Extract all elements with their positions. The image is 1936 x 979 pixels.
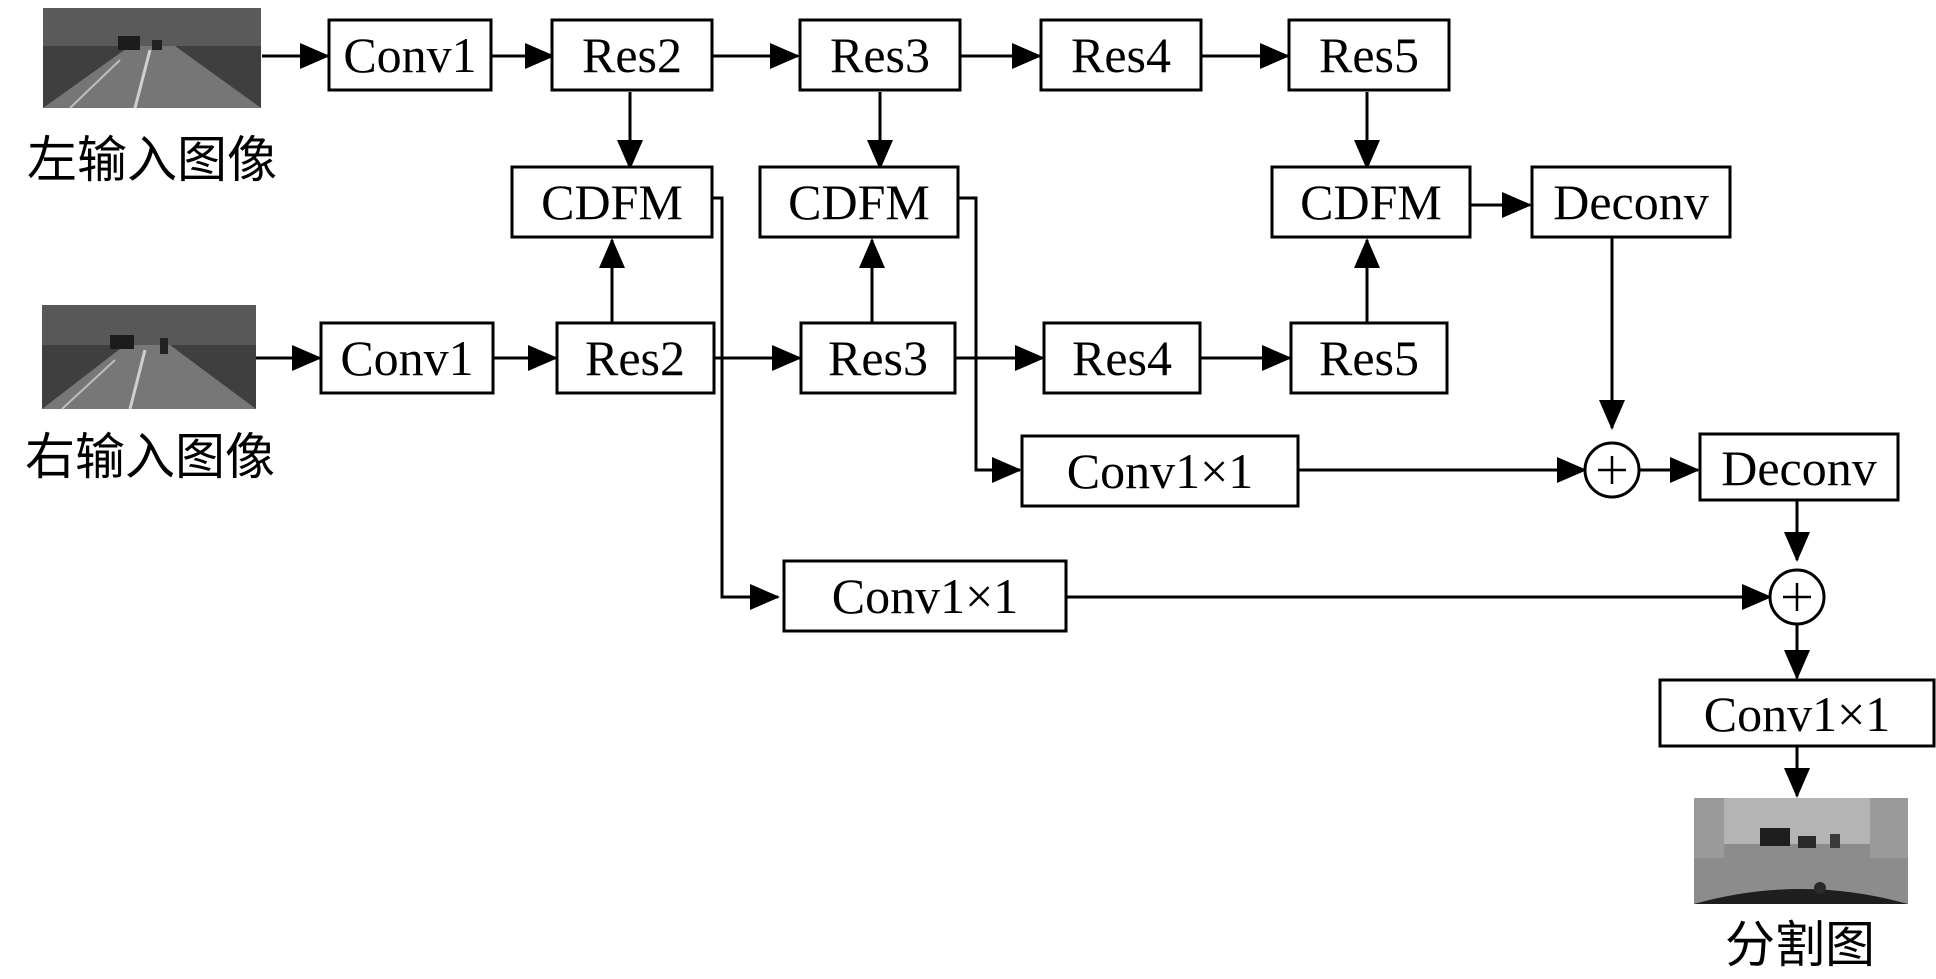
conv1x1-block-2: Conv1×1 <box>782 559 1068 633</box>
segmentation-map-image <box>1694 798 1908 904</box>
cdfm-block-2: CDFM <box>758 165 960 239</box>
top-res3-block: Res3 <box>798 18 962 92</box>
deconv-block-2: Deconv <box>1698 432 1900 502</box>
cdfm-block-1: CDFM <box>510 165 714 239</box>
conv1x1-label-out: Conv1×1 <box>1704 686 1891 742</box>
conv1x1-label-1: Conv1×1 <box>1067 443 1254 499</box>
top-res2-label: Res2 <box>582 27 682 83</box>
top-res5-block: Res5 <box>1287 18 1451 92</box>
bottom-res5-label: Res5 <box>1319 330 1419 386</box>
bottom-res2-label: Res2 <box>585 330 685 386</box>
cdfm-label-1: CDFM <box>541 174 683 230</box>
bottom-conv1-block: Conv1 <box>319 321 495 395</box>
deconv-block-1: Deconv <box>1530 165 1732 239</box>
left-input-image <box>43 8 261 109</box>
top-res5-label: Res5 <box>1319 27 1419 83</box>
add-node-1 <box>1583 441 1641 499</box>
bottom-res4-label: Res4 <box>1072 330 1172 386</box>
bottom-res3-block: Res3 <box>799 321 957 395</box>
right-input-caption: 右输入图像 <box>25 429 275 485</box>
conv1x1-block-out: Conv1×1 <box>1658 678 1936 748</box>
segmentation-map-caption: 分割图 <box>1725 917 1875 973</box>
connections <box>256 43 1810 798</box>
cdfm-block-3: CDFM <box>1270 165 1472 239</box>
bottom-res2-block: Res2 <box>555 321 716 395</box>
bottom-res5-block: Res5 <box>1289 321 1449 395</box>
cdfm-label-3: CDFM <box>1300 174 1442 230</box>
top-res3-label: Res3 <box>830 27 930 83</box>
add-node-2 <box>1768 568 1826 626</box>
top-res2-block: Res2 <box>550 18 714 92</box>
conv1x1-block-1: Conv1×1 <box>1020 434 1300 508</box>
right-input-image <box>42 305 256 410</box>
top-conv1-block: Conv1 <box>327 18 493 92</box>
bottom-res4-block: Res4 <box>1042 321 1202 395</box>
cdfm-label-2: CDFM <box>788 174 930 230</box>
bottom-conv1-label: Conv1 <box>340 330 473 386</box>
top-res4-label: Res4 <box>1071 27 1171 83</box>
top-conv1-label: Conv1 <box>343 27 476 83</box>
deconv-label-2: Deconv <box>1721 440 1877 496</box>
top-res4-block: Res4 <box>1039 18 1203 92</box>
left-input-caption: 左输入图像 <box>27 132 277 188</box>
bottom-res3-label: Res3 <box>828 330 928 386</box>
deconv-label-1: Deconv <box>1553 174 1709 230</box>
conv1x1-label-2: Conv1×1 <box>832 568 1019 624</box>
